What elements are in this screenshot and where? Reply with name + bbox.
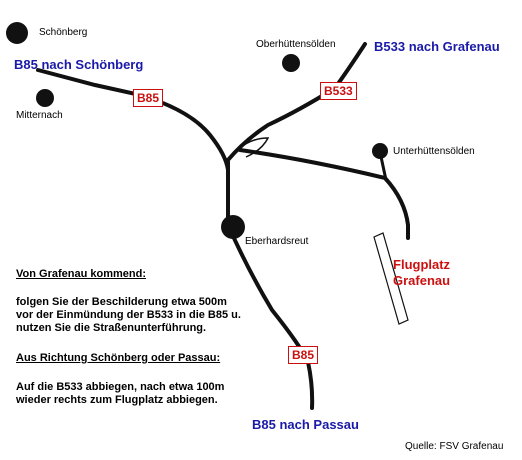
directions-line: folgen Sie der Beschilderung etwa 500m [16, 296, 227, 308]
label-schoenberg: Schönberg [39, 27, 88, 38]
badge-b85-top: B85 [133, 89, 164, 107]
directions-line: nutzen Sie die Straßenunterführung. [16, 322, 207, 334]
directions-schoenberg-passau-heading: Aus Richtung Schönberg oder Passau: [16, 352, 221, 364]
marker-unterhuettensoelden [372, 143, 388, 159]
label-mitternach: Mitternach [16, 110, 63, 121]
directions-line: Auf die B533 abbiegen, nach etwa 100m [16, 381, 225, 393]
directions-schoenberg-passau-text: Auf die B533 abbiegen, nach etwa 100m wi… [16, 381, 224, 407]
badge-b533: B533 [320, 82, 357, 100]
road-airfield-connector [238, 148, 410, 240]
underpass-loop [239, 137, 270, 158]
road-b85-north [36, 68, 230, 172]
marker-mitternach [36, 89, 54, 107]
label-oberhuettensoelden: Oberhüttensölden [256, 39, 336, 50]
marker-oberhuettensoelden [282, 54, 300, 72]
label-eberhardsreut: Eberhardsreut [245, 236, 309, 247]
label-unterhuettensoelden: Unterhüttensölden [393, 146, 475, 157]
label-b85-passau: B85 nach Passau [252, 417, 359, 432]
badge-b85-bottom: B85 [288, 346, 319, 364]
directions-grafenau-heading: Von Grafenau kommend: [16, 268, 146, 280]
marker-schoenberg [6, 22, 28, 44]
road-b533 [226, 42, 367, 162]
road-b85-south [226, 160, 315, 410]
marker-eberhardsreut [221, 215, 245, 239]
label-airfield-line1: Flugplatz [393, 257, 451, 272]
source-credit: Quelle: FSV Grafenau [405, 441, 504, 452]
runway [373, 232, 409, 325]
directions-line: vor der Einmündung der B533 in die B85 u… [16, 309, 241, 321]
label-b533-grafenau: B533 nach Grafenau [374, 39, 500, 54]
directions-line: wieder rechts zum Flugplatz abbiegen. [16, 394, 218, 406]
label-b85-schoenberg: B85 nach Schönberg [14, 57, 144, 72]
directions-grafenau-text: folgen Sie der Beschilderung etwa 500m v… [16, 296, 241, 335]
label-airfield-line2: Grafenau [393, 273, 451, 288]
label-airfield: Flugplatz Grafenau [393, 257, 450, 289]
